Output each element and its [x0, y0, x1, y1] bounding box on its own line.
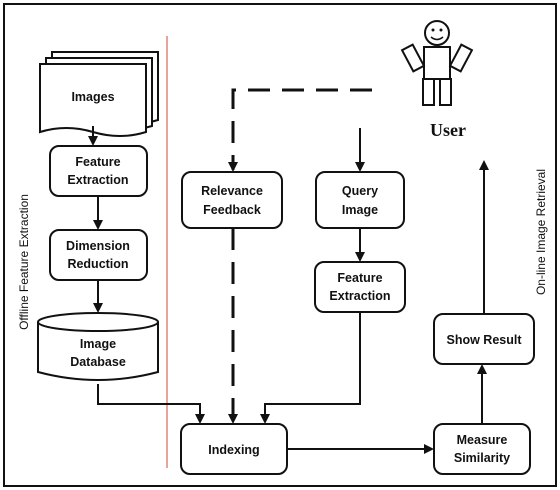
connectors — [88, 88, 489, 454]
arrow-database-to-indexing — [97, 384, 205, 424]
image-database-node: Image Database — [37, 312, 159, 381]
dimension-reduction-node: Dimension Reduction — [49, 229, 148, 281]
arrow-user-to-feedback — [228, 88, 372, 172]
user-label: User — [430, 120, 466, 140]
feature-extraction-offline-node: Feature Extraction — [49, 145, 148, 197]
query-image-node: Query Image — [315, 171, 405, 229]
image-database-line2: Database — [70, 355, 126, 369]
feature-extraction-online-line1: Feature — [337, 271, 382, 285]
arrow-feature-to-indexing — [260, 312, 361, 424]
image-database-line1: Image — [80, 337, 116, 351]
offline-section-label: Offline Feature Extraction — [17, 194, 31, 330]
feature-extraction-offline-line2: Extraction — [67, 173, 128, 187]
feature-extraction-online-node: Feature Extraction — [314, 261, 406, 313]
query-image-line2: Image — [342, 203, 378, 217]
dimension-reduction-line1: Dimension — [66, 239, 130, 253]
indexing-label: Indexing — [208, 443, 259, 457]
query-image-line1: Query — [342, 184, 378, 198]
feature-extraction-online-line2: Extraction — [329, 289, 390, 303]
measure-similarity-node: Measure Similarity — [433, 423, 531, 475]
show-result-label: Show Result — [446, 333, 522, 347]
relevance-feedback-node: Relevance Feedback — [181, 171, 283, 229]
images-node: Images — [39, 51, 159, 137]
relevance-feedback-line1: Relevance — [201, 184, 263, 198]
show-result-node: Show Result — [433, 313, 535, 365]
dimension-reduction-line2: Reduction — [67, 257, 128, 271]
relevance-feedback-line2: Feedback — [203, 203, 261, 217]
images-label: Images — [71, 90, 114, 104]
feature-extraction-offline-line1: Feature — [75, 155, 120, 169]
measure-similarity-line1: Measure — [457, 433, 508, 447]
stick-figure-user-icon — [400, 20, 474, 106]
measure-similarity-line2: Similarity — [454, 451, 510, 465]
online-section-label: On-line Image Retrieval — [534, 169, 548, 295]
indexing-node: Indexing — [180, 423, 288, 475]
outer-frame — [3, 3, 557, 487]
